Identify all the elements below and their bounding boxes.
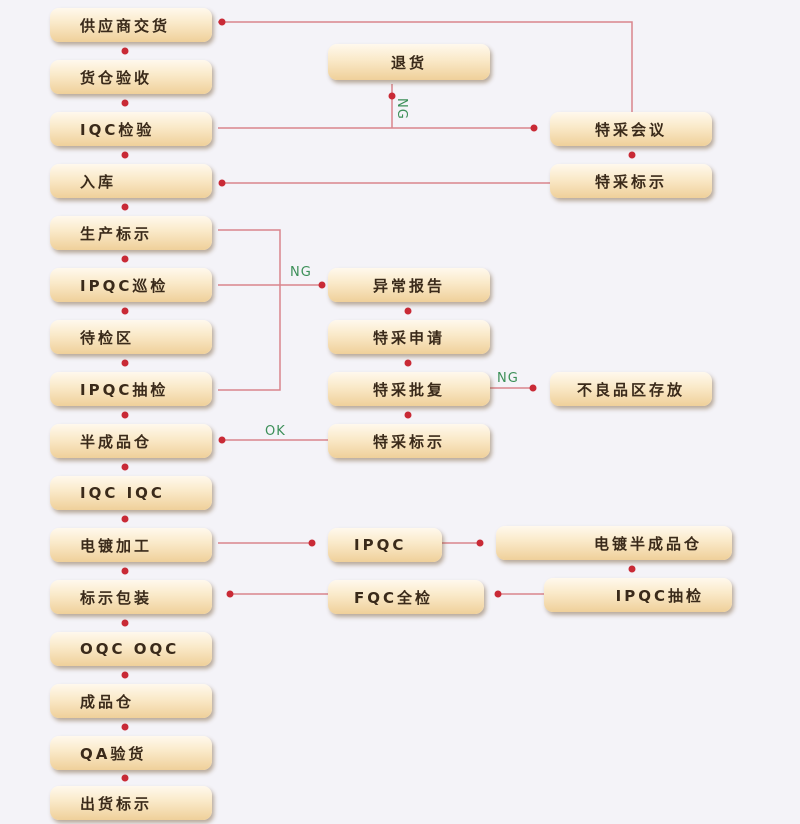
flow-dot [121, 47, 129, 55]
box-label: OQC OQC [80, 640, 180, 658]
box-label: 待检区 [80, 328, 135, 347]
flow-dot [121, 255, 129, 263]
link-dot [530, 124, 538, 132]
link-bracket [218, 229, 281, 391]
box-label: FQC全检 [354, 588, 434, 607]
box-label: 退货 [390, 53, 427, 72]
box-label: 半成品仓 [80, 432, 153, 451]
box-abnormal-report: 异常报告 [328, 268, 490, 302]
flow-dot [121, 359, 129, 367]
box-label: 异常报告 [372, 276, 445, 295]
box-qa-inspection: QA验货 [50, 736, 212, 770]
box-label: 供应商交货 [80, 16, 171, 35]
box-iqc-iqc: IQC IQC [50, 476, 212, 510]
flow-dot [121, 411, 129, 419]
flow-dot [121, 671, 129, 679]
box-label: IPQC [354, 536, 407, 554]
box-production-mark: 生产标示 [50, 216, 212, 250]
box-label: 货仓验收 [80, 68, 153, 87]
box-ipqc-sampling-2: IPQC抽检 [544, 578, 732, 612]
link-dot [494, 590, 502, 598]
box-special-meeting: 特采会议 [550, 112, 712, 146]
box-label: IPQC抽检 [80, 380, 169, 399]
box-label: 电镀加工 [80, 536, 153, 555]
link-supplier-meeting [218, 21, 633, 112]
box-iqc-inspection: IQC检验 [50, 112, 212, 146]
ng-label-patrol: NG [290, 265, 312, 280]
flow-dot [121, 515, 129, 523]
flow-dot [121, 567, 129, 575]
link-dot [388, 92, 396, 100]
box-label: IQC检验 [80, 120, 155, 139]
flow-dot [121, 203, 129, 211]
flow-dot [121, 99, 129, 107]
box-label: 特采标示 [594, 172, 667, 191]
box-label: 入库 [80, 172, 117, 191]
link-dot [308, 539, 316, 547]
link-dot [226, 590, 234, 598]
link-dot [476, 539, 484, 547]
flow-dot [121, 774, 129, 782]
link-dot [628, 151, 636, 159]
box-label: 特采会议 [594, 120, 667, 139]
link-dot [529, 384, 537, 392]
box-ipqc: IPQC [328, 528, 442, 562]
box-semi-finished-store: 半成品仓 [50, 424, 212, 458]
link-dot [218, 18, 226, 26]
box-ipqc-patrol: IPQC巡检 [50, 268, 212, 302]
box-pending-area: 待检区 [50, 320, 212, 354]
box-special-approval: 特采批复 [328, 372, 490, 406]
box-label: IPQC巡检 [80, 276, 169, 295]
box-special-mark: 特采标示 [550, 164, 712, 198]
link-dot [218, 436, 226, 444]
link-dot [628, 565, 636, 573]
box-label: 特采标示 [372, 432, 445, 451]
link-dot [218, 179, 226, 187]
ng-label-defect: NG [497, 371, 519, 386]
box-label: 标示包装 [80, 588, 153, 607]
box-label: 特采申请 [372, 328, 445, 347]
box-finished-store: 成品仓 [50, 684, 212, 718]
box-label: 不良品区存放 [576, 380, 685, 399]
box-oqc-oqc: OQC OQC [50, 632, 212, 666]
box-plating-semi-store: 电镀半成品仓 [496, 526, 732, 560]
box-return-goods: 退货 [328, 44, 490, 80]
flow-dot [121, 151, 129, 159]
box-ipqc-sampling: IPQC抽检 [50, 372, 212, 406]
box-label: 成品仓 [80, 692, 135, 711]
link-dot [404, 411, 412, 419]
ng-label-return: NG [394, 98, 409, 120]
flow-dot [121, 307, 129, 315]
link-dot [404, 359, 412, 367]
box-label: IPQC抽检 [615, 586, 704, 605]
box-label: IQC IQC [80, 484, 165, 502]
box-special-application: 特采申请 [328, 320, 490, 354]
box-defect-storage: 不良品区存放 [550, 372, 712, 406]
box-label: 生产标示 [80, 224, 153, 243]
flow-dot [121, 463, 129, 471]
flow-dot [121, 619, 129, 627]
flow-dot [121, 723, 129, 731]
link-dot [318, 281, 326, 289]
link-dot [404, 307, 412, 315]
box-fqc-full-inspection: FQC全检 [328, 580, 484, 614]
box-supplier-delivery: 供应商交货 [50, 8, 212, 42]
box-storage-in: 入库 [50, 164, 212, 198]
box-label: 特采批复 [372, 380, 445, 399]
box-shipping-mark: 出货标示 [50, 786, 212, 820]
box-label: QA验货 [80, 744, 147, 763]
ok-label: OK [265, 424, 286, 439]
box-label: 出货标示 [80, 794, 153, 813]
box-mark-packaging: 标示包装 [50, 580, 212, 614]
box-special-mark-2: 特采标示 [328, 424, 490, 458]
box-label: 电镀半成品仓 [593, 534, 702, 553]
box-plating-process: 电镀加工 [50, 528, 212, 562]
box-warehouse-receiving: 货仓验收 [50, 60, 212, 94]
